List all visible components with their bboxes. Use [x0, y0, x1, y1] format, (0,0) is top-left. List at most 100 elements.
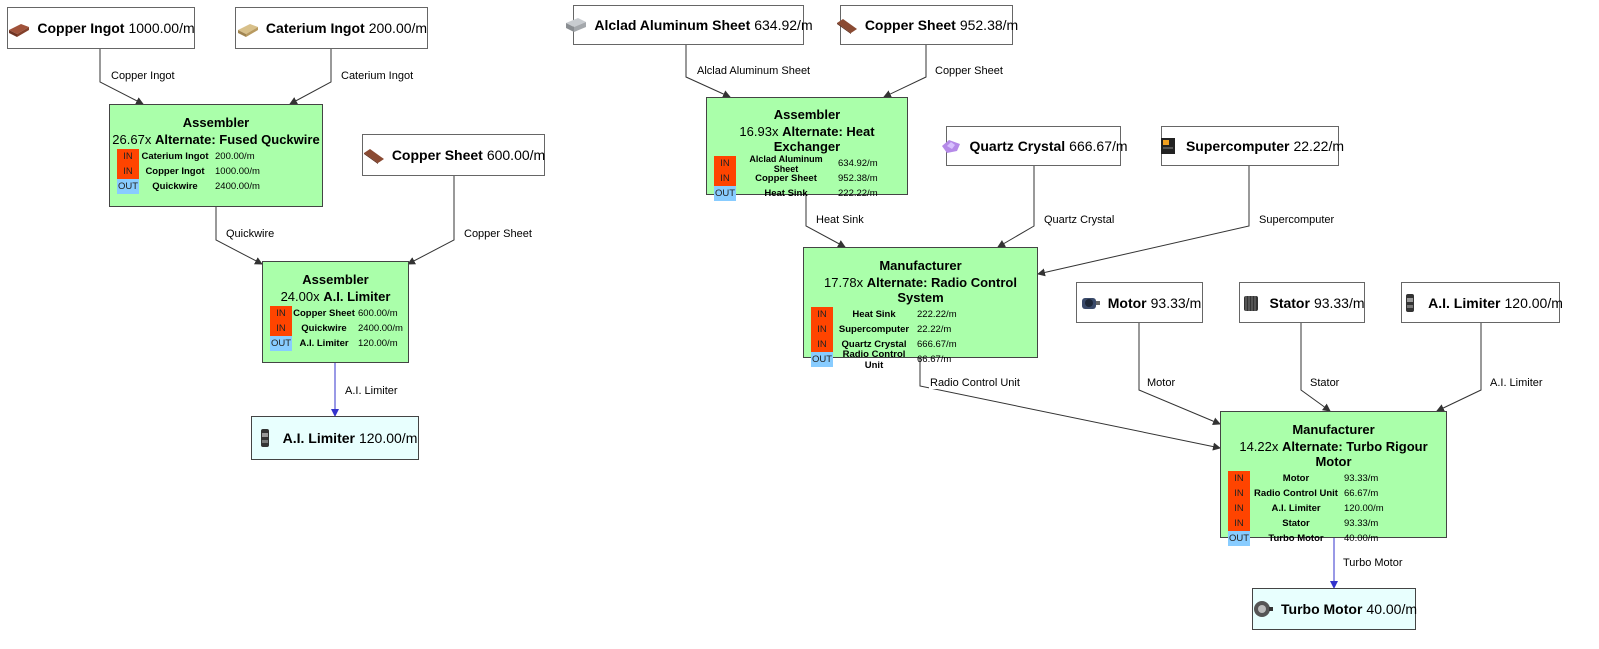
edge-label: Copper Sheet	[934, 65, 1004, 77]
source-node-stator[interactable]: Stator 93.33/m	[1239, 282, 1365, 323]
caterium-ingot-icon	[236, 18, 260, 38]
source-node-supercomputer[interactable]: Supercomputer 22.22/m	[1160, 126, 1344, 166]
alclad-aluminum-sheet-icon	[564, 15, 588, 35]
source-rate: 93.33/m	[1313, 294, 1365, 311]
source-rate: 634.92/m	[754, 17, 813, 33]
source-name: Stator	[1269, 294, 1310, 311]
edge-label: Supercomputer	[1258, 214, 1336, 226]
source-name: Motor	[1107, 294, 1147, 311]
recipe-name: A.I. Limiter	[323, 289, 391, 304]
sink-rate: 40.00/m	[1366, 601, 1417, 617]
turbo-motor-icon	[1251, 599, 1275, 619]
io-item: Radio Control Unit	[842, 348, 906, 371]
in-tag: IN	[1228, 471, 1250, 486]
edge-caterium-ingot-to-fused-quickwire	[289, 49, 332, 105]
edge-motor-to-turbo-rigour	[1138, 323, 1221, 425]
out-tag: OUT	[117, 179, 139, 194]
in-tag: IN	[270, 321, 292, 336]
machine-name: Manufacturer	[1292, 422, 1375, 437]
source-name: Supercomputer	[1185, 138, 1290, 154]
sink-node-turbo-motor[interactable]: Turbo Motor 40.00/m	[1251, 588, 1417, 630]
io-item: Heat Sink	[852, 309, 896, 320]
io-item: Radio Control Unit	[1254, 488, 1338, 499]
out-tag: OUT	[811, 352, 833, 367]
edge-label: A.I. Limiter	[1489, 377, 1544, 389]
source-rate: 200.00/m	[368, 20, 428, 36]
source-node-quartz-crystal[interactable]: Quartz Crystal 666.67/m	[942, 126, 1128, 166]
in-tag: IN	[1228, 516, 1250, 531]
out-tag: OUT	[714, 186, 736, 201]
source-node-copper-sheet[interactable]: Copper Sheet 600.00/m	[362, 134, 545, 176]
sink-node-ai-limiter[interactable]: A.I. Limiter 120.00/m	[251, 416, 419, 460]
out-tag: OUT	[1228, 531, 1250, 546]
in-tag: IN	[117, 164, 139, 179]
multiplier: 16.93x	[739, 124, 779, 139]
recipe-title: 24.00x A.I. Limiter	[263, 289, 408, 304]
io-rate: 200.00/m	[215, 151, 255, 162]
copper-ingot-icon	[7, 18, 31, 38]
recipe-title: 16.93x Alternate: Heat Exchanger	[707, 124, 907, 154]
in-tag: IN	[811, 307, 833, 322]
io-item: Quickwire	[152, 181, 198, 192]
recipe-node-radio-control-system[interactable]: Manufacturer 17.78x Alternate: Radio Con…	[803, 247, 1038, 371]
recipe-node-heat-exchanger[interactable]: Assembler 16.93x Alternate: Heat Exchang…	[706, 97, 908, 201]
machine-name: Manufacturer	[879, 258, 962, 273]
io-item: A.I. Limiter	[299, 338, 349, 349]
edge-heat-exchanger-to-radio-control	[805, 195, 846, 248]
edge-label: A.I. Limiter	[344, 385, 399, 397]
edge-label: Copper Ingot	[110, 70, 176, 82]
source-name: Copper Sheet	[864, 17, 956, 33]
sink-rate: 120.00/m	[358, 430, 418, 446]
edge-label: Heat Sink	[815, 214, 865, 226]
io-item: Copper Sheet	[755, 173, 817, 184]
io-rate: 634.92/m	[838, 158, 878, 169]
io-rate: 222.22/m	[917, 309, 957, 320]
out-tag: OUT	[270, 336, 292, 351]
source-rate: 93.33/m	[1150, 294, 1202, 311]
recipe-node-fused-quickwire[interactable]: Assembler 26.67x Alternate: Fused Quckwi…	[109, 104, 323, 207]
in-tag: IN	[1228, 486, 1250, 501]
ai-limiter-icon	[1398, 293, 1422, 313]
source-name: Quartz Crystal	[969, 138, 1066, 154]
multiplier: 17.78x	[824, 275, 864, 290]
recipe-title: 26.67x Alternate: Fused Quckwire	[110, 132, 322, 147]
source-node-alclad-aluminum-sheet[interactable]: Alclad Aluminum Sheet 634.92/m	[566, 5, 813, 45]
in-tag: IN	[714, 156, 736, 171]
source-node-motor[interactable]: Motor 93.33/m	[1076, 282, 1203, 323]
recipe-node-turbo-rigour-motor[interactable]: Manufacturer 14.22x Alternate: Turbo Rig…	[1220, 411, 1447, 546]
io-rate: 2400.00/m	[358, 323, 403, 334]
edge-supercomputer-to-radio-control	[1037, 166, 1250, 277]
io-item: A.I. Limiter	[1271, 503, 1321, 514]
io-rate: 40.00/m	[1344, 533, 1379, 544]
source-name: Alclad Aluminum Sheet	[594, 17, 751, 33]
io-rate: 600.00/m	[358, 308, 398, 319]
source-rate: 1000.00/m	[128, 20, 195, 36]
edge-copper-sheet-b-to-heat-exchanger	[883, 45, 927, 98]
source-node-caterium-ingot[interactable]: Caterium Ingot 200.00/m	[235, 7, 428, 49]
io-item: Quartz Crystal	[841, 339, 907, 350]
machine-name: Assembler	[773, 107, 841, 122]
motor-icon	[1078, 293, 1102, 313]
io-row: IN Heat Sink 222.22/m	[811, 307, 1037, 322]
source-node-ai-limiter[interactable]: A.I. Limiter 120.00/m	[1398, 282, 1563, 323]
source-node-copper-sheet[interactable]: Copper Sheet 952.38/m	[836, 5, 1018, 45]
source-node-copper-ingot[interactable]: Copper Ingot 1000.00/m	[7, 7, 195, 49]
io-rate: 22.22/m	[917, 324, 952, 335]
io-rate: 93.33/m	[1344, 473, 1379, 484]
edge-fused-quickwire-to-ai-limiter	[215, 207, 263, 265]
edge-label: Stator	[1309, 377, 1341, 389]
